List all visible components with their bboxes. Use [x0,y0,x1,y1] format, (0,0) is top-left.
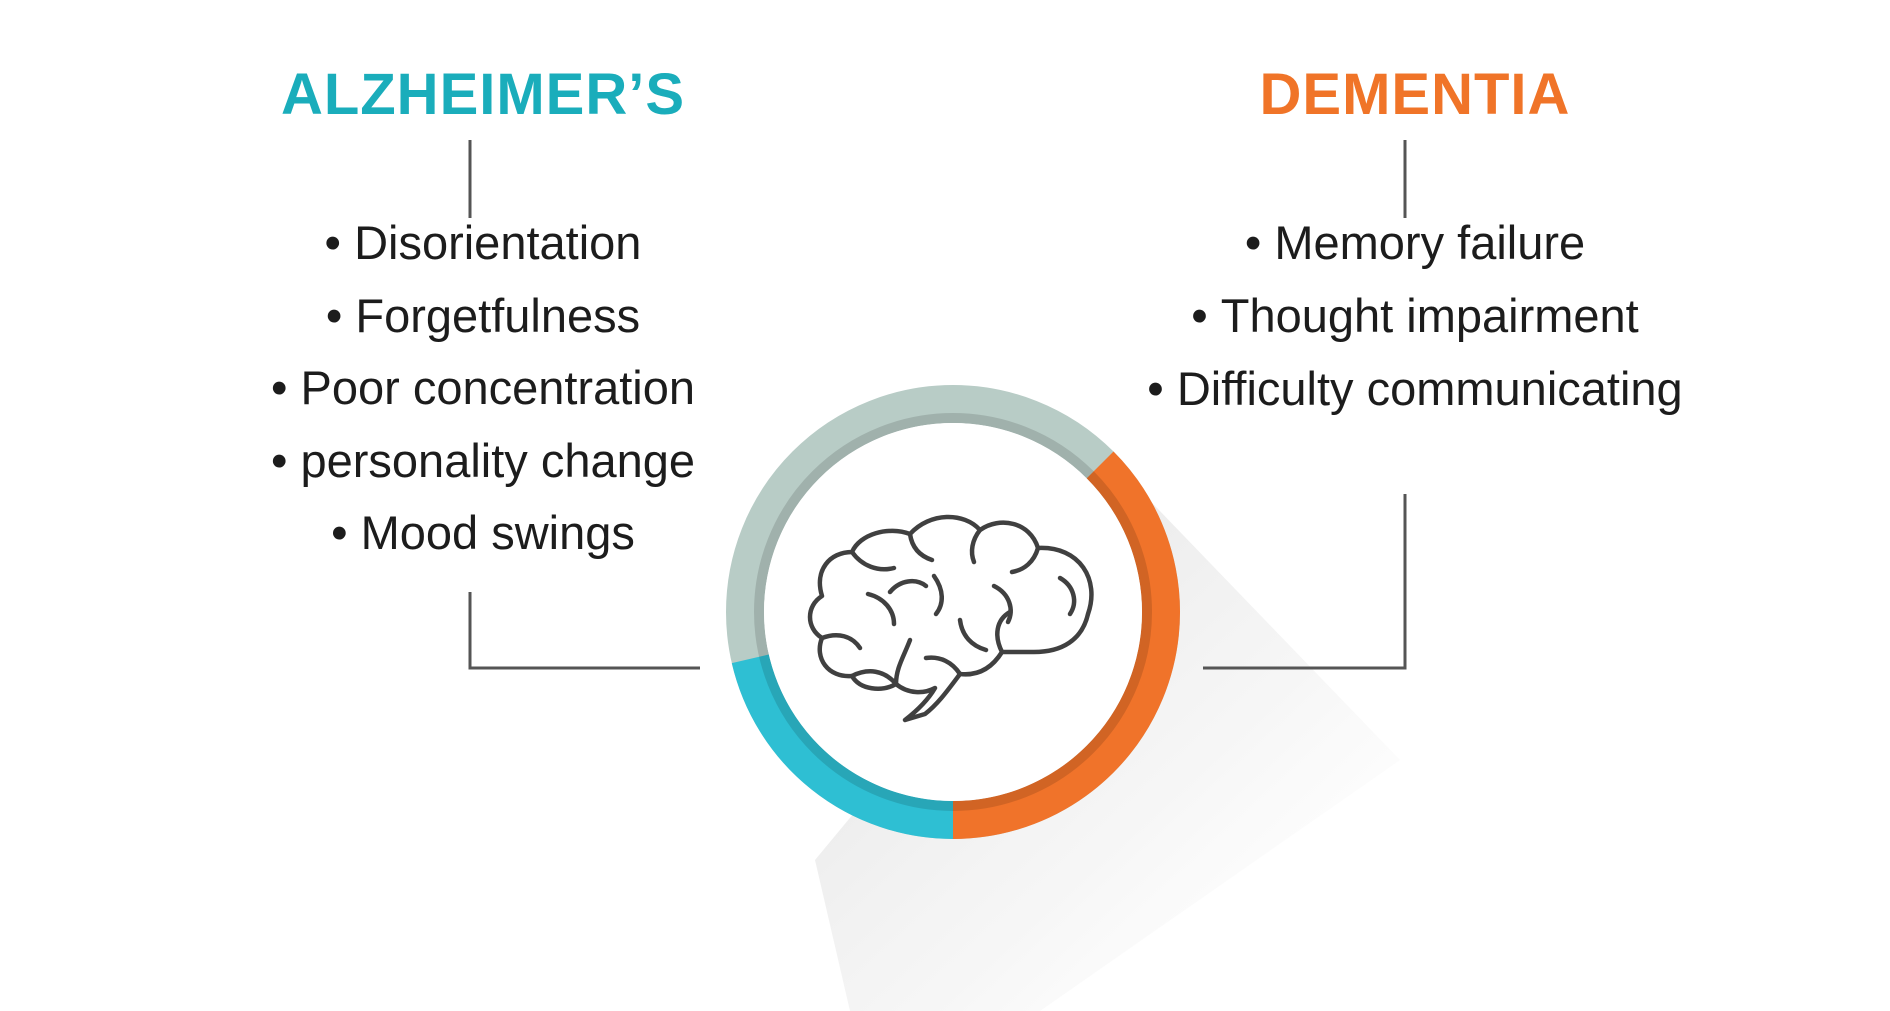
list-item-text: Forgetfulness [326,289,640,342]
ring-alzheimers-segment [731,654,954,839]
list-item-text: Thought impairment [1191,289,1639,342]
left-connector [468,140,700,670]
dementia-symptom-list: Memory failure Thought impairment Diffic… [1095,207,1735,415]
list-item-text: Poor concentration [271,361,695,414]
ring-dementia-segment [952,451,1180,839]
list-item: Forgetfulness [163,280,803,353]
list-item-text: personality change [271,434,695,487]
list-item: Disorientation [163,207,803,280]
brain-icon [807,514,1094,723]
dementia-title: DEMENTIA [1259,62,1571,127]
list-item: Poor concentration [163,352,803,425]
alzheimers-symptom-list: Disorientation Forgetfulness Poor concen… [163,207,803,570]
list-item: personality change [163,425,803,498]
list-item: Mood swings [163,497,803,570]
list-item: Thought impairment [1095,280,1735,353]
list-item-text: Difficulty communicating [1147,362,1682,415]
list-item-text: Memory failure [1245,216,1585,269]
list-item: Memory failure [1095,207,1735,280]
list-item: Difficulty communicating [1095,352,1735,415]
center-ring [726,385,1180,839]
ring-center [764,423,1142,801]
alzheimers-title: ALZHEIMER’S [280,62,686,127]
list-item-text: Mood swings [331,506,635,559]
right-connector [1203,140,1407,670]
list-item-text: Disorientation [325,216,642,269]
